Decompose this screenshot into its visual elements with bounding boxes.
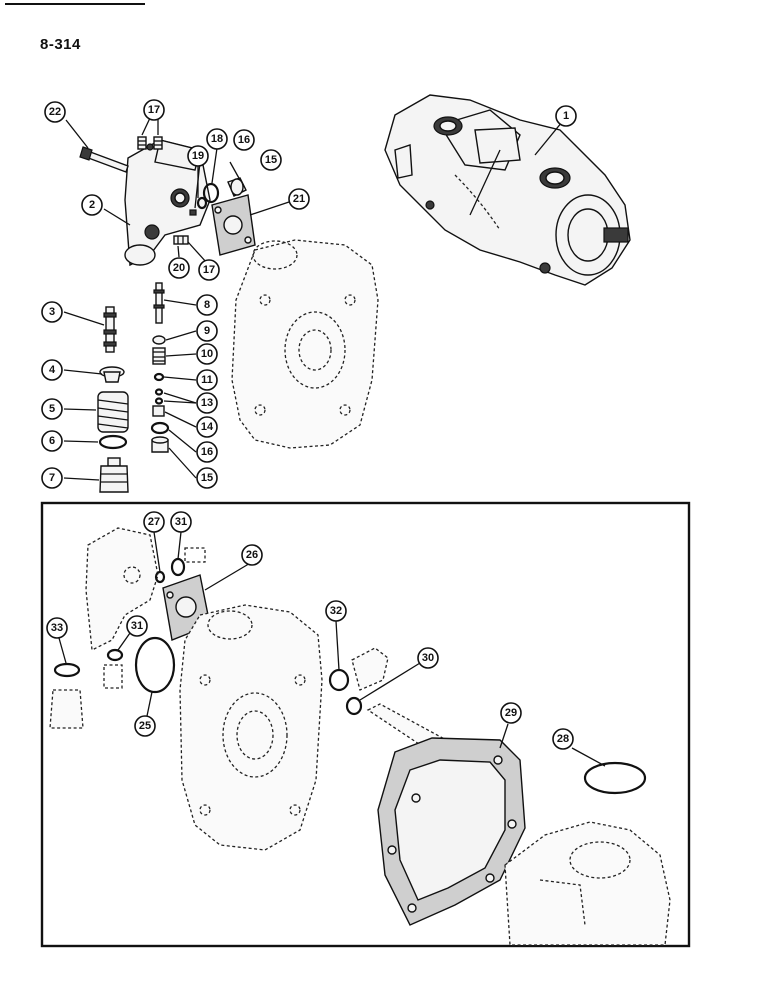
gasket-plate [211,194,256,256]
small-spring [137,136,189,245]
callout-26: 26 [241,544,263,566]
callout-28: 28 [552,728,574,750]
pump-assembly [384,94,631,286]
callout-21: 21 [288,188,310,210]
valve-housing [124,139,211,267]
callout-15a: 15 [260,149,282,171]
callout-label: 4 [49,364,56,376]
callout-4: 4 [41,359,63,381]
callout-label: 16 [201,446,213,458]
spring-seat [99,366,125,383]
callout-label: 8 [204,299,210,311]
pump-housing-outline [231,239,379,449]
inset-o-ring-large [583,761,647,795]
callout-label: 13 [201,397,213,409]
callout-16b: 16 [196,441,218,463]
callout-13: 13 [196,392,218,414]
callout-29: 29 [500,702,522,724]
callout-label: 5 [49,403,55,415]
callout-33: 33 [46,617,68,639]
callout-22: 22 [44,101,66,123]
callout-label: 3 [49,306,55,318]
callout-label: 7 [49,472,55,484]
valve-spool [103,306,117,353]
callout-label: 26 [246,549,258,561]
callout-30: 30 [417,647,439,669]
callout-10: 10 [196,343,218,365]
inset-mating-housing-outline [504,821,671,946]
callout-label: 11 [201,374,213,386]
callout-label: 2 [89,199,95,211]
inset-valve-housing-outline [85,527,206,652]
callout-20: 20 [168,257,190,279]
callout-18: 18 [206,128,228,150]
callout-17b: 17 [198,259,220,281]
callout-label: 17 [203,264,215,276]
callout-label: 15 [201,472,213,484]
callout-label: 33 [51,622,63,634]
callout-label: 22 [49,106,61,118]
callout-label: 10 [201,348,213,360]
seal-and-plug-small-parts [189,177,247,216]
end-plug [99,457,129,493]
callout-label: 17 [148,104,160,116]
inset-frame [40,501,691,948]
callout-25: 25 [134,715,156,737]
main-spring [97,391,129,433]
callout-label: 28 [557,733,569,745]
callout-label: 31 [175,516,187,528]
callout-31a: 31 [170,511,192,533]
callout-label: 6 [49,435,55,447]
callout-label: 21 [293,193,305,205]
page-number: 8-314 [40,36,81,53]
callout-27: 27 [143,511,165,533]
callout-label: 31 [131,620,143,632]
callout-label: 20 [173,262,185,274]
callout-14: 14 [196,416,218,438]
callout-3: 3 [41,301,63,323]
callout-31b: 31 [126,615,148,637]
callout-label: 9 [204,325,210,337]
inset-pump-housing-outline [179,604,323,851]
callout-19: 19 [187,145,209,167]
callout-label: 18 [211,133,223,145]
callout-16a: 16 [233,129,255,151]
inset-large-gasket [377,737,526,926]
callout-5: 5 [41,398,63,420]
callout-11: 11 [196,369,218,391]
leader-lines-inset [58,531,606,767]
leader-lines-upper [63,117,563,481]
callout-6: 6 [41,430,63,452]
callout-label: 14 [201,421,214,433]
callout-32: 32 [325,600,347,622]
callout-label: 32 [330,605,342,617]
callout-2: 2 [81,194,103,216]
callout-label: 15 [265,154,277,166]
callout-label: 30 [422,652,434,664]
callout-label: 16 [238,134,250,146]
callout-label: 27 [148,516,160,528]
relief-valve-stack [150,282,170,453]
bolt [79,146,129,173]
callout-label: 29 [505,707,517,719]
callout-8: 8 [196,294,218,316]
callout-15b: 15 [196,467,218,489]
callout-17a: 17 [143,99,165,121]
inset-large-o-ring [134,636,176,694]
callout-7: 7 [41,467,63,489]
inset-left-plug-outline [49,662,123,729]
callout-label: 1 [563,110,569,122]
o-ring [98,434,128,450]
callout-9: 9 [196,320,218,342]
callout-1: 1 [555,105,577,127]
callout-label: 25 [139,720,151,732]
callout-label: 19 [192,150,204,162]
